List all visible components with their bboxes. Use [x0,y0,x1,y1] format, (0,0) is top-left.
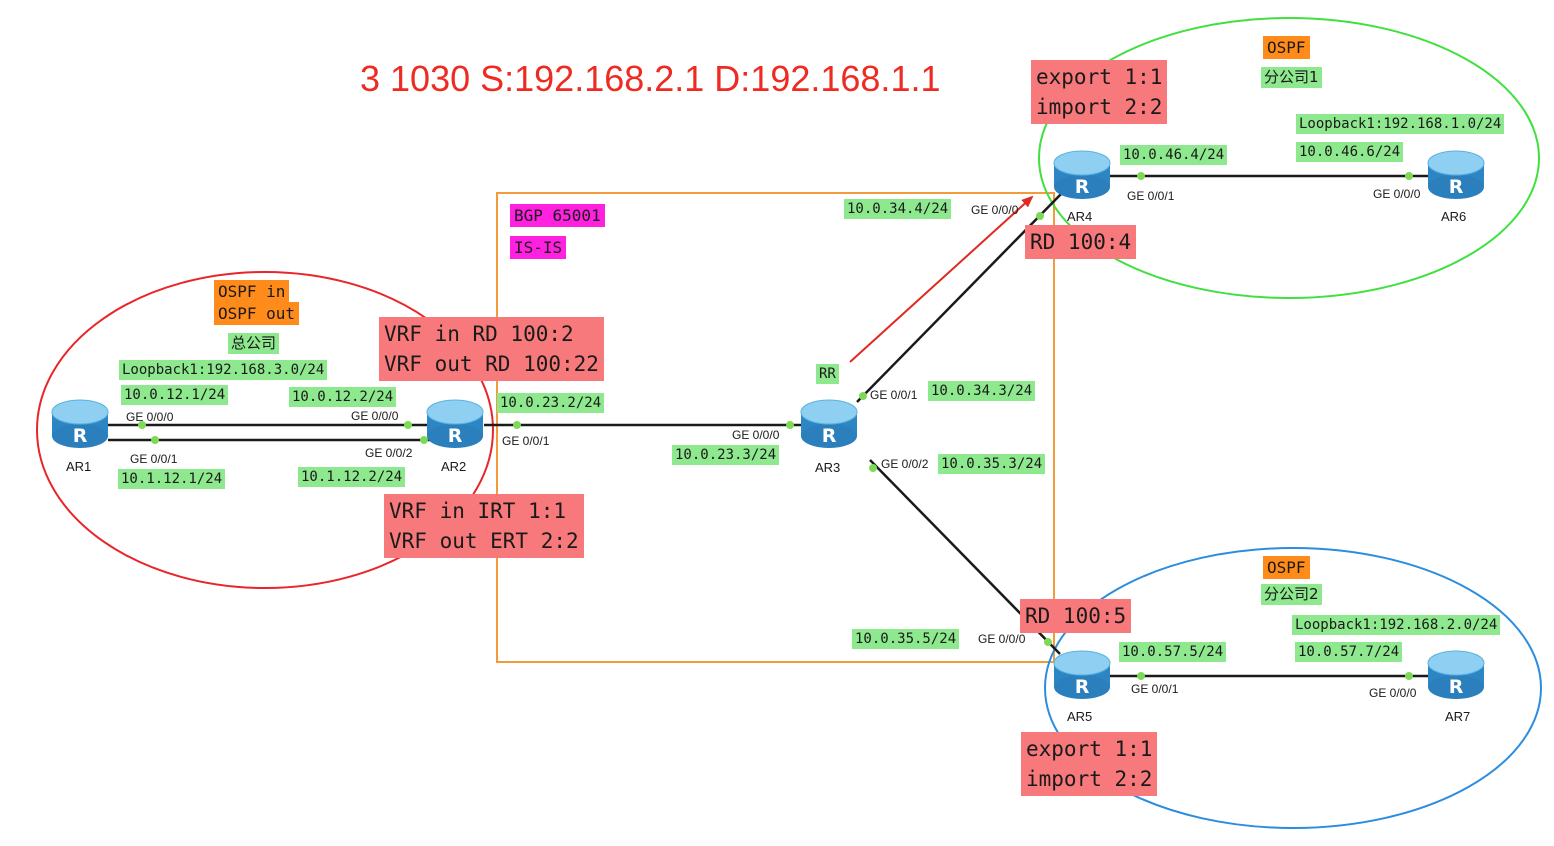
igp-tag: IS-IS [510,236,567,259]
svg-text:R: R [1449,176,1464,198]
vrf-rd-policy: VRF in RD 100:2 VRF out RD 100:22 [379,317,604,381]
router-ar2[interactable]: R [426,399,484,448]
router-label-ar2: AR2 [441,459,467,474]
router-ar6[interactable]: R [1427,150,1485,199]
ar5-ge000-ip: 10.0.35.5/24 [852,629,960,649]
router-icon: R [1053,650,1111,699]
ar3-ge001-ip: 10.0.34.3/24 [928,381,1036,401]
interface-dots [138,172,1413,680]
svg-text:R: R [822,425,837,447]
branch1-loopback-label: Loopback1:192.168.1.0/24 [1296,114,1505,134]
svg-text:R: R [1075,676,1090,698]
arrow-icon [849,195,1034,363]
dot-ar7-ge000 [1405,672,1413,680]
ar5-ge001-ip: 10.0.57.5/24 [1119,642,1227,662]
dot-ar3-ge001 [859,392,867,400]
branch2-rt-policy: export 1:1 import 2:2 [1021,732,1158,796]
dot-ar4-ge000 [1036,212,1044,220]
dot-ar3-ge002 [869,464,877,472]
router-icon: R [51,399,109,448]
hq-loopback-label: Loopback1:192.168.3.0/24 [119,360,328,380]
bgp-as-tag: BGP 65001 [510,204,605,227]
port-ar1-ge000: GE 0/0/0 [126,410,174,424]
dot-ar2-ge002 [420,436,428,444]
branch2-rd-tag: RD 100:5 [1020,599,1132,633]
traffic-headline: 3 1030 S:192.168.2.1 D:192.168.1.1 [360,58,941,99]
router-label-ar5: AR5 [1067,709,1093,724]
ar1-ge001-ip: 10.1.12.1/24 [118,469,226,489]
branch1-protocol-tag: OSPF [1263,36,1310,59]
svg-text:R: R [1449,676,1464,698]
branch1-site-label: 分公司1 [1261,67,1322,88]
dot-ar5-ge001 [1137,672,1145,680]
ar6-ge000-ip: 10.0.46.6/24 [1296,142,1404,162]
hq-site-label: 总公司 [228,333,280,354]
svg-text:R: R [448,425,463,447]
bgp-as-boundary [496,192,1055,663]
port-ar2-ge001: GE 0/0/1 [502,434,550,448]
ar2-ge002-ip: 10.1.12.2/24 [298,467,406,487]
ar4-ge000-ip: 10.0.34.4/24 [844,199,952,219]
port-ar4-ge000: GE 0/0/0 [971,203,1019,217]
hq-protocol-in-tag: OSPF in [214,280,290,303]
ar2-ge001-ip: 10.0.23.2/24 [497,393,605,413]
port-ar5-ge001: GE 0/0/1 [1131,682,1179,696]
router-ar3[interactable]: R [800,399,858,448]
branch2-site-label: 分公司2 [1261,584,1322,605]
router-label-ar3: AR3 [815,460,841,475]
ar3-ge002-ip: 10.0.35.3/24 [938,454,1046,474]
router-icon: R [1427,650,1485,699]
branch1-rd-tag: RD 100:4 [1025,225,1137,259]
dot-ar1-ge000 [138,421,146,429]
dot-ar2-ge001 [513,421,521,429]
router-label-ar7: AR7 [1445,709,1471,724]
vrf-rt-policy: VRF in IRT 1:1 VRF out ERT 2:2 [384,494,584,558]
port-ar7-ge000: GE 0/0/0 [1369,686,1417,700]
ar7-ge000-ip: 10.0.57.7/24 [1295,642,1403,662]
router-icon: R [426,399,484,448]
svg-text:R: R [73,425,88,447]
port-ar4-ge001: GE 0/0/1 [1127,189,1175,203]
port-ar1-ge001: GE 0/0/1 [130,452,178,466]
router-ar7[interactable]: R [1427,650,1485,699]
branch1-rt-policy: export 1:1 import 2:2 [1031,60,1168,124]
route-reflector-tag: RR [816,364,839,384]
router-ar1[interactable]: R [51,399,109,448]
branch2-loopback-label: Loopback1:192.168.2.0/24 [1292,615,1501,635]
port-ar2-ge000: GE 0/0/0 [351,409,399,423]
port-ar5-ge000: GE 0/0/0 [978,632,1026,646]
router-label-ar4: AR4 [1067,209,1093,224]
dot-ar6-ge000 [1405,172,1413,180]
link-ar3-ar4 [856,191,1064,403]
hq-protocol-out-tag: OSPF out [214,302,300,325]
router-label-ar6: AR6 [1441,209,1467,224]
dot-ar5-ge000 [1044,638,1052,646]
router-ar4[interactable]: R [1053,150,1111,199]
port-ar6-ge000: GE 0/0/0 [1373,187,1421,201]
dot-ar1-ge001 [151,436,159,444]
port-ar3-ge002: GE 0/0/2 [881,457,929,471]
branch2-site-ring [1044,547,1542,829]
port-ar3-ge000: GE 0/0/0 [732,428,780,442]
router-ar5[interactable]: R [1053,650,1111,699]
branch2-protocol-tag: OSPF [1263,556,1310,579]
router-icon: R [1427,150,1485,199]
hq-site-ring [36,271,494,589]
router-icon: R [800,399,858,448]
branch1-site-ring [1038,17,1540,299]
ar1-ge000-ip: 10.0.12.1/24 [121,385,229,405]
dot-ar3-ge000 [786,421,794,429]
port-ar2-ge002: GE 0/0/2 [365,446,413,460]
svg-text:R: R [1075,176,1090,198]
ar4-ge001-ip: 10.0.46.4/24 [1120,145,1228,165]
dot-ar2-ge000 [404,421,412,429]
router-label-ar1: AR1 [66,459,92,474]
ar3-ge000-ip: 10.0.23.3/24 [672,445,780,465]
ar2-ge000-ip: 10.0.12.2/24 [289,387,397,407]
router-icon: R [1053,150,1111,199]
dot-ar4-ge001 [1137,172,1145,180]
port-ar3-ge001: GE 0/0/1 [870,388,918,402]
